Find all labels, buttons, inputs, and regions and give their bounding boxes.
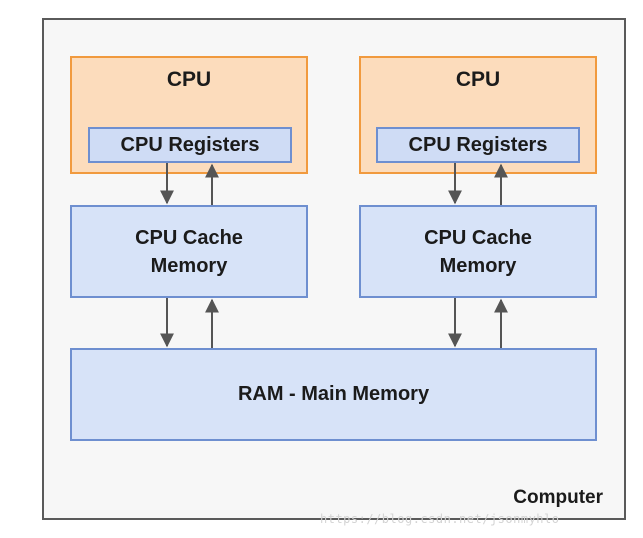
- cpu-cache-left-line1: CPU Cache: [135, 226, 243, 249]
- cpu-cache-left: CPU Cache Memory: [70, 205, 308, 298]
- cpu-cache-right: CPU Cache Memory: [359, 205, 597, 298]
- computer-label: Computer: [513, 487, 603, 508]
- cpu-title-right: CPU: [455, 68, 501, 91]
- ram-main-memory: RAM - Main Memory: [70, 348, 597, 441]
- cpu-registers-left: CPU Registers: [88, 127, 292, 163]
- cpu-registers-right: CPU Registers: [376, 127, 580, 163]
- cpu-cache-right-line2: Memory: [439, 254, 517, 277]
- cpu-cache-right-line1: CPU Cache: [424, 226, 532, 249]
- cpu-cache-left-line2: Memory: [150, 254, 228, 277]
- watermark-text: https://blog.csdn.net/jsonmyhlo: [320, 512, 560, 526]
- cpu-title-left: CPU: [166, 68, 212, 91]
